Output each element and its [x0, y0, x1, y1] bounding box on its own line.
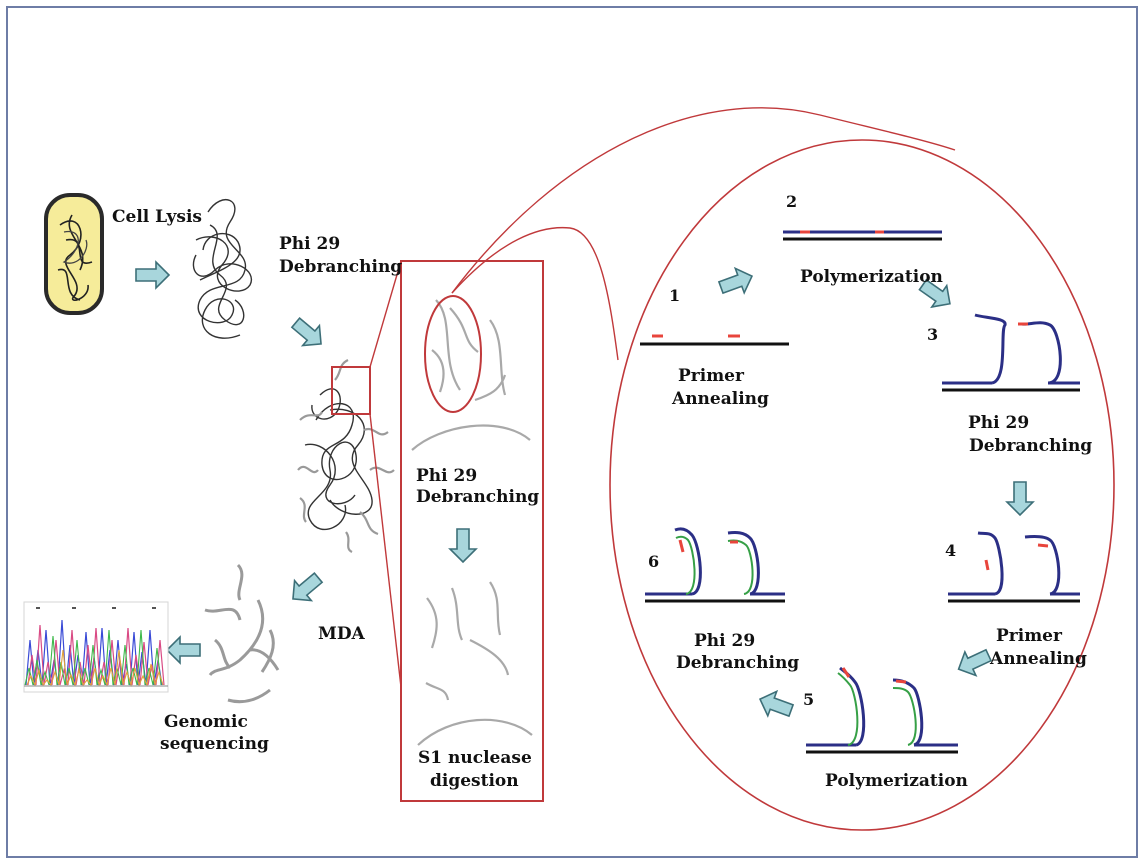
debranching-arrow: [287, 313, 329, 354]
branched-dna-network: [305, 389, 372, 530]
genomic-label-b: sequencing: [160, 734, 269, 754]
debranched-fragments: [418, 582, 532, 745]
debranching-label-2b: Debranching: [416, 487, 539, 507]
step3-strands: [942, 315, 1080, 390]
mda-cycle-circle: [610, 140, 1114, 830]
step6-label-b: Debranching: [676, 653, 799, 673]
step1-label-a: Primer: [678, 366, 744, 386]
step5-label: Polymerization: [825, 771, 968, 791]
step3-arrow: [1007, 482, 1033, 515]
cell-lysis-label: Cell Lysis: [112, 207, 202, 227]
mda-label: MDA: [318, 624, 365, 644]
step6-number: 6: [648, 552, 659, 572]
debranching-label-1b: Debranching: [279, 257, 402, 277]
step3-label-b: Debranching: [969, 436, 1092, 456]
lysis-arrow: [136, 262, 169, 288]
amplified-fragments: [205, 565, 278, 702]
step4-strands: [948, 533, 1080, 601]
step1-label-b: Annealing: [672, 389, 769, 409]
step1-arrow: [717, 264, 757, 300]
debranching-label-2a: Phi 29: [416, 466, 477, 486]
step5-strands: [806, 668, 958, 752]
s1-label-b: digestion: [430, 771, 519, 791]
step4-label-b: Annealing: [990, 649, 1087, 669]
step3-label-a: Phi 29: [968, 413, 1029, 433]
step3-number: 3: [927, 325, 938, 345]
step6-label-a: Phi 29: [694, 631, 755, 651]
s1-arrow: [450, 529, 476, 562]
step1-template: [640, 336, 789, 344]
genomic-label-a: Genomic: [164, 712, 248, 732]
step2-strands: [783, 232, 942, 239]
step5-number: 5: [803, 690, 814, 710]
sequencing-chromatogram: [24, 602, 168, 692]
released-dna-tangle: [193, 200, 251, 339]
sequencing-arrow: [167, 637, 200, 663]
step6-strands: [645, 529, 785, 601]
bacterial-cell: [46, 195, 102, 313]
step2-label: Polymerization: [800, 267, 943, 287]
step4-number: 4: [945, 541, 956, 561]
step4-label-a: Primer: [996, 626, 1062, 646]
zoom-circle: [425, 296, 481, 412]
step5-arrow: [756, 687, 796, 723]
step1-number: 1: [669, 286, 680, 306]
debranching-label-1a: Phi 29: [279, 234, 340, 254]
mda-arrow: [285, 568, 327, 609]
step2-number: 2: [786, 192, 797, 212]
step4-arrow: [953, 643, 994, 681]
s1-label-a: S1 nuclease: [418, 748, 532, 768]
